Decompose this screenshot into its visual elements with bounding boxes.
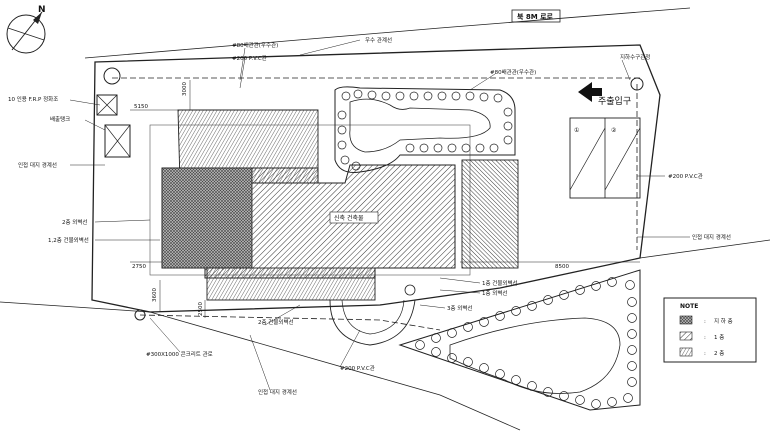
- building-bottom-extension: [206, 267, 376, 301]
- label-second-floor-wall: 2층 외벽선: [62, 218, 88, 226]
- label-bottom-pipe: #300X1000 콘크리트 관로: [146, 350, 213, 358]
- label-rain-pipe-top: 우수 관계선: [365, 36, 392, 44]
- label-third-wall: 3층 외벽선: [447, 304, 473, 312]
- label-pvc-top: #200 P.V.C관: [232, 54, 267, 62]
- label-dim-2750: 2750: [132, 264, 146, 270]
- svg-text:북 8M 로로: 북 8M 로로: [517, 12, 554, 21]
- label-fiber-tank: 10 인용 F.R.P 정화조: [8, 96, 58, 103]
- building-name-label: 신축 건축물: [329, 211, 379, 224]
- drain-circle: [404, 284, 416, 296]
- leader-lines: [69, 39, 690, 391]
- label-dim-8500: 8500: [555, 264, 569, 270]
- legend-label-basement: 지 하 층: [714, 317, 733, 325]
- road-edge: [84, 7, 691, 59]
- label-first-wall-b: 1층 외벽선: [482, 289, 508, 297]
- driveway-arc-inner: [341, 299, 405, 335]
- site-boundary: [91, 44, 661, 313]
- right-boundary-line: [639, 239, 770, 259]
- legend-sep-floor-2: :: [704, 351, 706, 357]
- label-water-supply: #80배관관(우수관): [232, 41, 278, 49]
- note-legend: NOTE : 지 하 층 : 1 층 : 2 층: [663, 297, 757, 363]
- legend-swatch-basement: [679, 315, 693, 325]
- label-dim-5150: 5150: [134, 104, 148, 110]
- legend-label-floor-2: 2 층: [714, 349, 724, 357]
- manhole-top-left: [103, 67, 121, 85]
- parking-space-2: ②: [611, 127, 617, 134]
- parking-space-1: ①: [574, 127, 579, 134]
- north-arrow-icon: N: [6, 5, 46, 54]
- svg-text:신축 건축물: 신축 건축물: [334, 214, 364, 222]
- label-water-right: #80배관관(우수관): [490, 68, 536, 76]
- bottom-boundary-line: [0, 301, 521, 431]
- legend-swatch-floor-2: [679, 347, 693, 357]
- building-basement-core: [161, 167, 253, 269]
- parking-area: ① ②: [569, 117, 641, 199]
- label-second-building-line: 2층 건물외벽선: [258, 318, 294, 326]
- legend-label-floor-1: 1 층: [714, 333, 724, 341]
- label-pvc-bottom: #200 P.V.C관: [340, 364, 375, 372]
- label-dim-2500: 2500: [198, 302, 204, 316]
- garden-top: [334, 86, 516, 173]
- legend-sep-floor-1: :: [704, 335, 706, 341]
- legend-sep-basement: :: [704, 319, 706, 325]
- legend-swatch-floor-1: [679, 331, 693, 341]
- label-dim-3600: 3600: [152, 288, 158, 302]
- label-meter-right: 지하수구관정: [620, 53, 650, 61]
- label-boundary-right: 인접 대지 경계선: [692, 233, 731, 241]
- label-dim-3000: 3000: [182, 82, 188, 96]
- manhole-bottom-left: [134, 309, 146, 321]
- north-label: N: [38, 5, 46, 15]
- label-first-second-line: 1,2층 건물외벽선: [48, 236, 89, 244]
- label-septic: 배출탱크: [50, 115, 70, 123]
- septic-tank: [96, 94, 131, 158]
- dimension-lines: [130, 80, 640, 318]
- entrance-arrow-icon: [578, 82, 602, 102]
- garden-bottom: [398, 269, 641, 411]
- label-boundary-left: 인접 대지 경계선: [18, 161, 57, 169]
- pipe-run-bottom: [139, 314, 441, 331]
- driveway-arc: [329, 299, 416, 346]
- label-first-wall-a: 1층 건물외벽선: [482, 279, 518, 287]
- building-right-wing: [461, 159, 519, 269]
- entrance-label: 주출입구: [598, 95, 631, 107]
- label-pvc-right: #200 P.V.C관: [668, 172, 703, 180]
- label-boundary-bottom: 인접 대지 경계선: [258, 388, 297, 396]
- note-title: NOTE: [680, 303, 698, 310]
